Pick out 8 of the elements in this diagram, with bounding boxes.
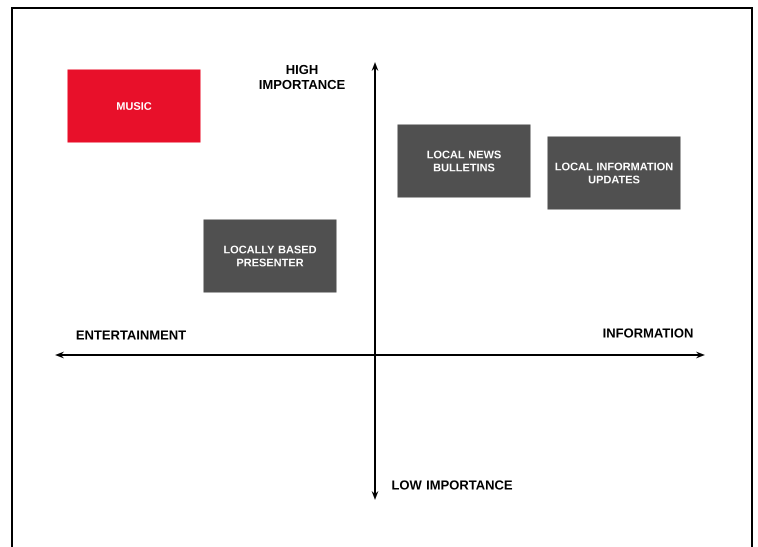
category-box: LOCAL INFORMATION UPDATES [548,136,680,210]
axis-label: INFORMATION [604,328,693,338]
category-box: LOCAL NEWS BULLETINS [398,124,530,198]
axis-label: ENTERTAINMENT [76,330,186,340]
category-box: MUSIC [68,70,200,142]
axis-label: HIGH IMPORTANCE [260,64,345,90]
category-box: LOCALLY BASED PRESENTER [204,220,336,292]
axis-label: LOW IMPORTANCE [392,480,512,490]
